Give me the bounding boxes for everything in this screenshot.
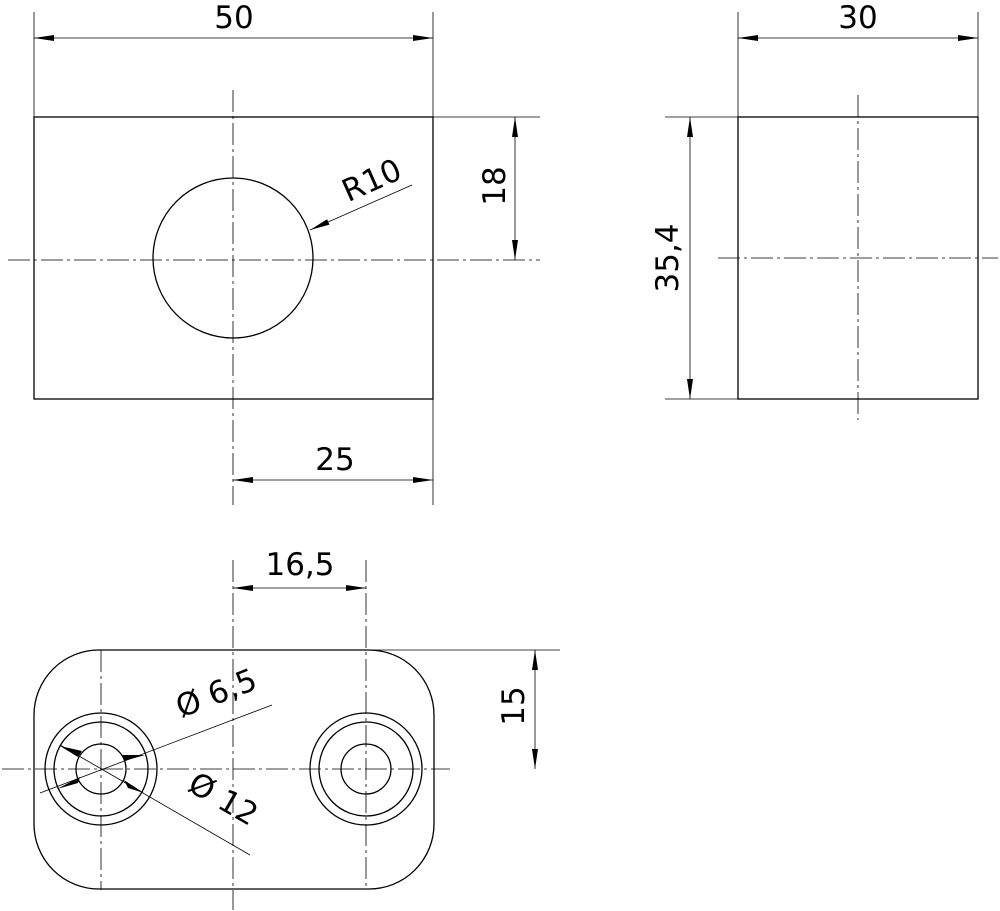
side-view: 30 35,4 xyxy=(650,0,998,420)
dim-side-width: 30 xyxy=(838,0,877,36)
dim-bottom-hole-height: 15 xyxy=(496,686,532,725)
left-hole xyxy=(44,712,158,826)
dim-side-height: 35,4 xyxy=(650,223,686,292)
dim-hole-height: 18 xyxy=(477,166,513,205)
dim-width: 50 xyxy=(214,0,253,36)
front-view: 50 25 18 R10 xyxy=(8,0,540,505)
bottom-view: Ø 6,5 Ø 12 16,5 15 xyxy=(2,547,560,910)
dim-radius: R10 xyxy=(337,152,407,210)
dim-hole-spacing: 16,5 xyxy=(265,547,334,583)
dim-half-width: 25 xyxy=(315,442,354,478)
right-hole xyxy=(309,712,423,826)
dim-inner-diameter: Ø 6,5 xyxy=(171,662,262,726)
plate-outline xyxy=(33,649,435,890)
front-outline xyxy=(33,116,434,400)
